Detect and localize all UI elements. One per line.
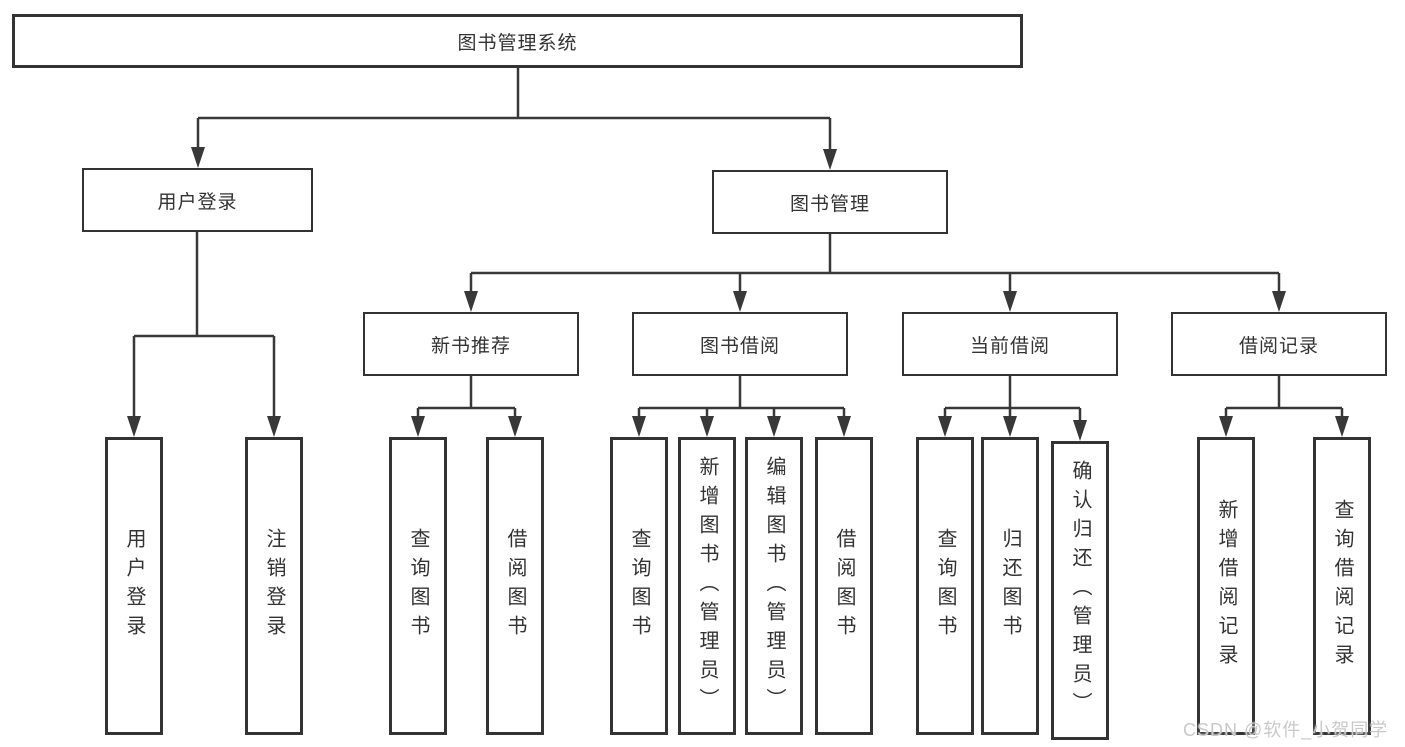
node-user-login-label: 用户登录 [157,191,238,213]
node-root-label: 图书管理系统 [457,32,578,54]
leaf-current-confirm-return-admin: 确认归还（管理员） [1051,441,1109,740]
node-borrowing-records-label: 借阅记录 [1238,335,1319,357]
leaf-logout: 注销登录 [245,437,303,735]
leaf-user-login: 用户登录 [105,437,163,735]
leaf-current-confirm-return-admin-label: 确认归还（管理员） [1069,460,1091,721]
node-book-borrowing: 图书借阅 [632,312,848,376]
node-new-book-recommendation: 新书推荐 [363,312,579,376]
leaf-records-add-record: 新增借阅记录 [1197,437,1255,735]
leaf-records-query-record: 查询借阅记录 [1313,437,1371,735]
csdn-watermark: CSDN @软件_小贺同学 [1183,720,1389,740]
node-book-management-label: 图书管理 [789,193,870,215]
leaf-borrow-query-books-label: 查询图书 [628,528,650,644]
leaf-borrow-query-books: 查询图书 [610,437,668,735]
leaf-borrow-borrow-books-label: 借阅图书 [833,528,855,644]
leaf-records-query-record-label: 查询借阅记录 [1331,499,1353,673]
leaf-borrow-edit-books-admin-label: 编辑图书（管理员） [763,455,785,717]
leaf-records-add-record-label: 新增借阅记录 [1215,499,1237,673]
node-current-borrowing: 当前借阅 [902,312,1118,376]
leaf-borrow-add-books-admin-label: 新增图书（管理员） [696,455,718,717]
leaf-user-login-label: 用户登录 [123,528,145,644]
leaf-newbook-query-books: 查询图书 [389,437,447,735]
node-book-management: 图书管理 [712,170,948,234]
leaf-borrow-add-books-admin: 新增图书（管理员） [678,437,736,735]
leaf-current-query-books-label: 查询图书 [934,528,956,644]
leaf-newbook-query-books-label: 查询图书 [407,528,429,644]
leaf-borrow-edit-books-admin: 编辑图书（管理员） [745,437,803,735]
leaf-borrow-borrow-books: 借阅图书 [815,437,873,735]
node-new-book-label: 新书推荐 [430,335,511,357]
leaf-current-query-books: 查询图书 [916,437,974,735]
node-borrowing-records: 借阅记录 [1171,312,1387,376]
leaf-newbook-borrow-books: 借阅图书 [486,437,544,735]
node-book-borrowing-label: 图书借阅 [699,335,780,357]
leaf-logout-label: 注销登录 [263,528,285,644]
node-user-login: 用户登录 [82,168,313,232]
node-current-borrowing-label: 当前借阅 [969,335,1050,357]
leaf-current-return-books: 归还图书 [981,437,1039,735]
leaf-current-return-books-label: 归还图书 [999,528,1021,644]
node-root-system: 图书管理系统 [12,14,1023,68]
leaf-newbook-borrow-books-label: 借阅图书 [504,528,526,644]
